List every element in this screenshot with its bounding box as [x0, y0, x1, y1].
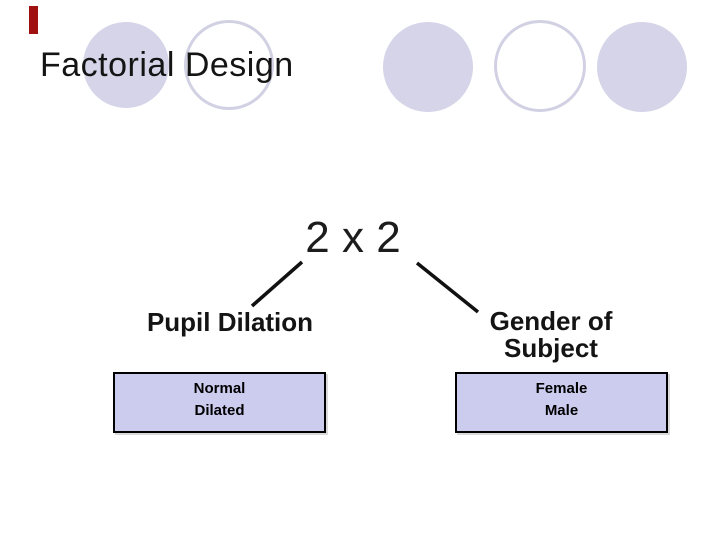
red-accent-bar: [29, 6, 38, 34]
connector-line-right: [415, 261, 480, 314]
decorative-circle-filled-icon: [83, 22, 169, 108]
decorative-circle-filled-icon: [597, 22, 687, 112]
level-item: Female: [535, 380, 588, 397]
level-item: Dilated: [194, 402, 245, 419]
factor-label-line: Pupil Dilation: [146, 307, 314, 337]
factor-label-line: Gender of: [489, 306, 613, 336]
factor-label-pupil-dilation: Pupil Dilation: [120, 309, 340, 336]
levels-box-gender-of-subject: Female Male: [455, 372, 668, 433]
slide-title: Factorial Design: [40, 46, 294, 84]
decorative-circle-filled-icon: [383, 22, 473, 112]
level-item: Normal: [193, 380, 246, 397]
levels-box-pupil-dilation: Normal Dilated: [113, 372, 326, 433]
connector-line-left: [250, 260, 304, 308]
decorative-circle-outlined-icon: [184, 20, 274, 110]
factor-label-line: Subject: [504, 333, 598, 363]
decorative-circle-outlined-icon: [494, 20, 586, 112]
factorial-notation: 2 x 2: [305, 213, 401, 262]
factor-label-gender-of-subject: Gender of Subject: [460, 308, 642, 362]
level-item: Male: [544, 402, 579, 419]
